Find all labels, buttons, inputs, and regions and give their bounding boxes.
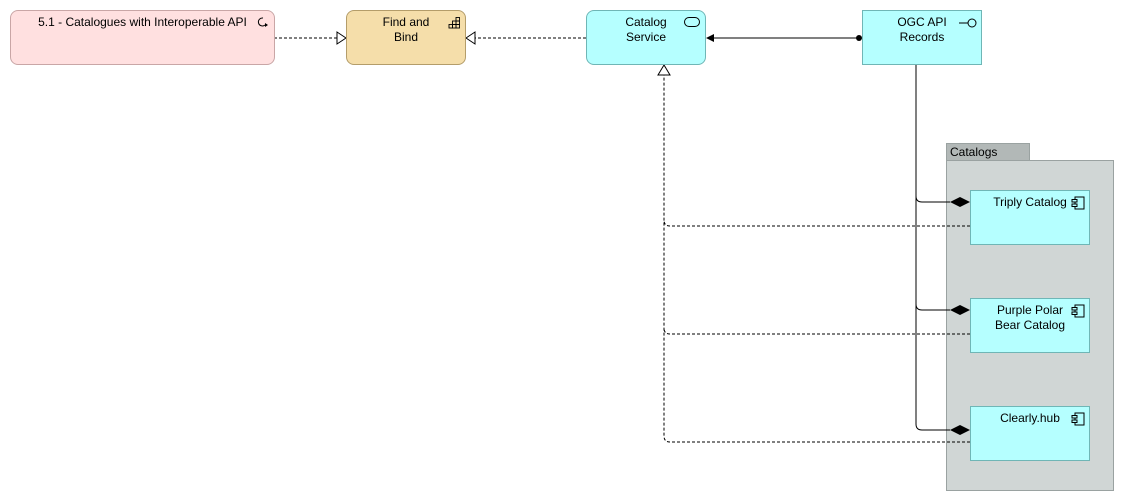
node-catalogues-interoperable-api[interactable]: 5.1 - Catalogues with Interoperable API [10,10,275,65]
node-label: Find and Bind [382,15,430,44]
node-label: Triply Catalog [993,195,1067,209]
node-label: 5.1 - Catalogues with Interoperable API [38,15,247,29]
component-icon [1071,196,1085,210]
node-find-and-bind[interactable]: Find and Bind [346,10,466,65]
node-purple-polar-bear-catalog[interactable]: Purple Polar Bear Catalog [970,298,1090,353]
relation-components-to-service[interactable] [657,64,970,443]
catalogs-group-tab: Catalogs [946,143,1030,161]
service-icon [684,17,700,27]
node-clearly-hub[interactable]: Clearly.hub [970,406,1090,461]
node-label: OGC API Records [897,15,947,44]
node-label: Purple Polar Bear Catalog [994,303,1066,332]
component-icon [1071,304,1085,318]
node-label: Catalog Service [625,15,667,44]
node-triply-catalog[interactable]: Triply Catalog [970,190,1090,245]
node-label: Clearly.hub [1000,411,1060,425]
event-icon [257,17,268,27]
relation-service-to-capability[interactable] [465,31,586,45]
interface-icon [959,18,977,28]
component-icon [1071,412,1085,426]
node-catalog-service[interactable]: Catalog Service [586,10,706,65]
relation-interface-compositions[interactable] [915,65,970,435]
capability-grid-icon [448,17,460,29]
relation-interface-to-service[interactable] [706,34,862,42]
catalogs-group-label: Catalogs [950,145,998,159]
node-ogc-api-records[interactable]: OGC API Records [862,10,982,65]
relation-driver-to-capability[interactable] [274,31,347,45]
